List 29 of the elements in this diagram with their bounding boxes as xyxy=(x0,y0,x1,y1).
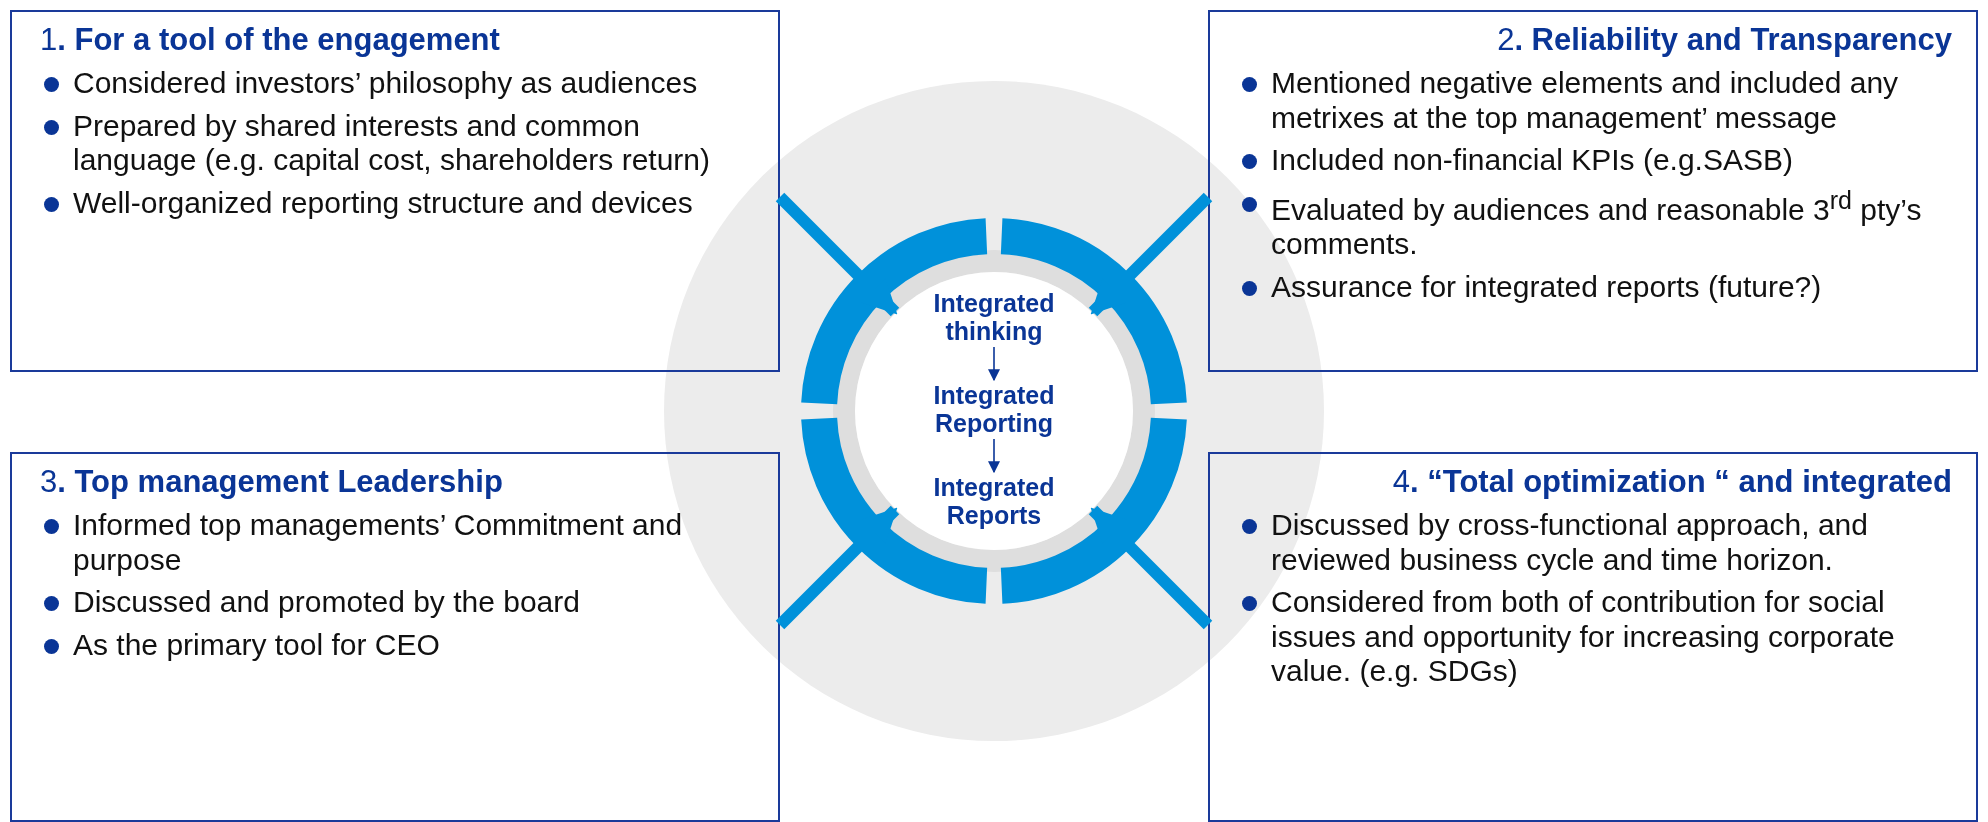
quadrant-box xyxy=(10,452,780,822)
arrow xyxy=(775,505,900,630)
bullet-text: Considered investors’ philosophy as audiences xyxy=(73,66,698,101)
bullet-text: Mentioned negative elements and included any metrixes at the top management’ message xyxy=(1271,66,1900,135)
arrow xyxy=(1088,505,1213,630)
quadrant-box xyxy=(1208,10,1978,372)
arrow xyxy=(988,346,1000,382)
stage-label: Integrated Reporting xyxy=(894,382,1094,437)
bullet-text: Considered from both of contribution for social issues and opportunity for increasing corporate value. (e.g. SDGs) xyxy=(1271,585,1896,689)
quadrant-heading: 2. Reliability and Transparency xyxy=(1496,22,1952,58)
arrow xyxy=(988,438,1000,474)
bullet-text: Informed top managements’ Commitment and purpose xyxy=(73,508,684,577)
quadrant-heading: 3. Top management Leadership xyxy=(40,464,504,500)
quadrant-box xyxy=(10,10,780,372)
bullet-text: As the primary tool for CEO xyxy=(73,627,440,662)
bullet-text: Assurance for integrated reports (future?) xyxy=(1271,269,1822,304)
stage-label: Integrated Reports xyxy=(894,474,1094,529)
bullet-text: Evaluated by audiences and reasonable 3$^{rd}$ pty’s comments. xyxy=(1271,185,1923,262)
stage-label: Integrated thinking xyxy=(894,290,1094,345)
quadrant-heading: 4. “Total optimization “ and integrated xyxy=(1391,464,1952,500)
arrow xyxy=(1088,192,1213,317)
bullet-text: Well-organized reporting structure and devices xyxy=(73,185,693,220)
arrow xyxy=(775,192,900,317)
bullet-text: Discussed and promoted by the board xyxy=(73,585,580,620)
quadrant-heading: 1. For a tool of the engagement xyxy=(40,22,501,58)
quadrant-box xyxy=(1208,452,1978,822)
bullet-text: Prepared by shared interests and common language (e.g. capital cost, shareholders return) xyxy=(73,108,712,178)
bullet-text: Discussed by cross-functional approach, and reviewed business cycle and time horizon. xyxy=(1271,508,1869,577)
bullet-text: Included non-financial KPIs (e.g.SASB) xyxy=(1271,143,1793,178)
